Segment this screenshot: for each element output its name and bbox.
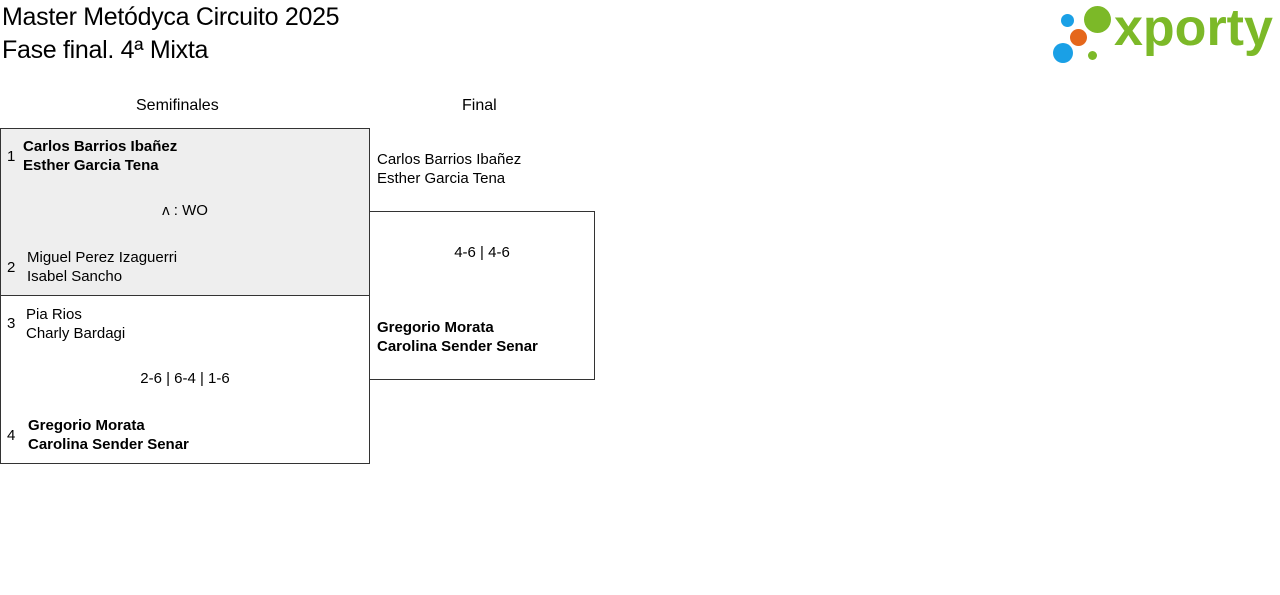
round-header-semifinales: Semifinales: [136, 97, 219, 114]
team-entry[interactable]: Pia Rios Charly Bardagi: [26, 305, 125, 343]
final-team-entry[interactable]: Gregorio Morata Carolina Sender Senar: [377, 318, 538, 356]
player-name: Charly Bardagi: [26, 325, 126, 342]
seed-number: 1: [7, 148, 16, 165]
final-score: 4-6 | 4-6: [454, 244, 510, 261]
player-name: Carolina Sender Senar: [28, 436, 189, 453]
player-name: Carlos Barrios Ibañez: [23, 138, 178, 155]
player-name: Pia Rios: [26, 306, 82, 323]
player-name: Esther Garcia Tena: [23, 157, 159, 174]
logo-dot-orange-icon: [1070, 29, 1087, 46]
page-title: Master Metódyca Circuito 2025 Fase final…: [2, 1, 340, 67]
logo-dot-blue-large-icon: [1053, 43, 1073, 63]
match-score: ʌ : WO: [162, 202, 208, 219]
seed-number: 4: [7, 427, 16, 444]
final-match[interactable]: [369, 211, 595, 380]
logo-dot-green-small-icon: [1088, 51, 1097, 60]
team-entry[interactable]: Gregorio Morata Carolina Sender Senar: [28, 416, 189, 454]
player-name: Isabel Sancho: [27, 268, 123, 285]
title-line-1: Master Metódyca Circuito 2025: [2, 3, 340, 31]
player-name: Gregorio Morata: [377, 319, 494, 336]
xporty-logo[interactable]: xporty: [1050, 0, 1276, 68]
logo-dot-blue-small-icon: [1061, 14, 1074, 27]
title-line-2: Fase final. 4ª Mixta: [2, 36, 209, 64]
seed-number: 2: [7, 259, 16, 276]
round-header-final: Final: [462, 97, 497, 114]
player-name: Miguel Perez Izaguerri: [27, 249, 178, 266]
semifinal-match-1[interactable]: [0, 128, 370, 296]
player-name: Gregorio Morata: [28, 417, 145, 434]
final-team-entry[interactable]: Carlos Barrios Ibañez Esther Garcia Tena: [377, 150, 521, 188]
player-name: Carolina Sender Senar: [377, 338, 538, 355]
logo-dot-green-icon: [1084, 6, 1111, 33]
logo-text: xporty: [1114, 0, 1273, 57]
seed-number: 3: [7, 315, 16, 332]
team-entry[interactable]: Miguel Perez Izaguerri Isabel Sancho: [27, 248, 177, 286]
player-name: Esther Garcia Tena: [377, 170, 506, 187]
team-entry[interactable]: Carlos Barrios Ibañez Esther Garcia Tena: [23, 137, 177, 175]
player-name: Carlos Barrios Ibañez: [377, 151, 522, 168]
match-score: 2-6 | 6-4 | 1-6: [140, 370, 230, 387]
